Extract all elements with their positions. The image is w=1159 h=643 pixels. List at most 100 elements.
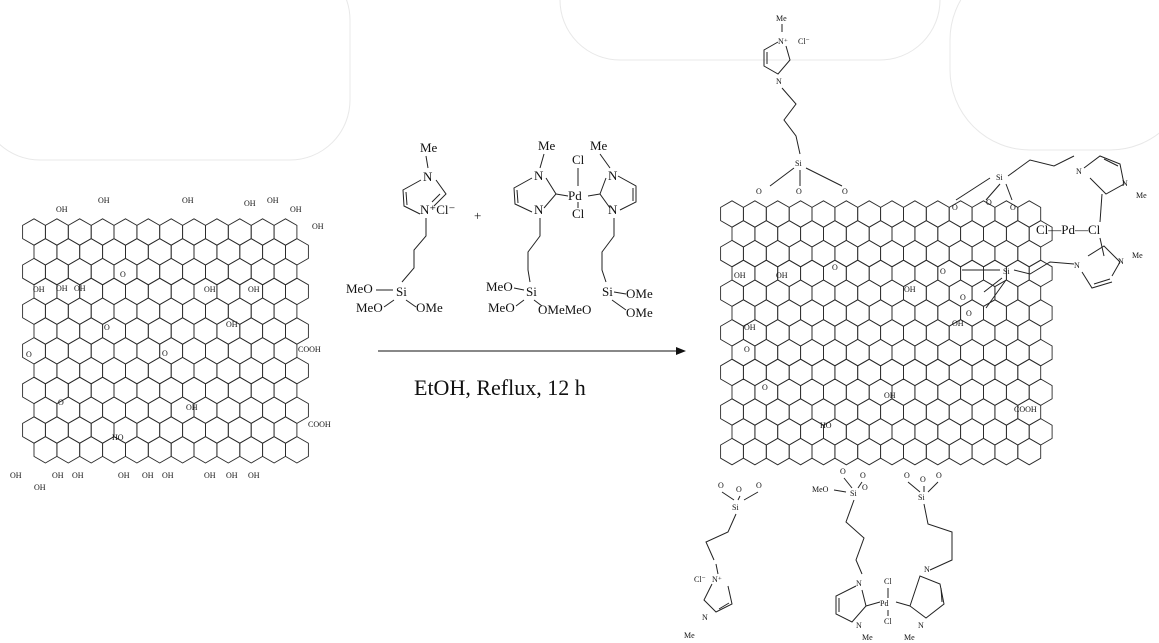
hexagon-ring	[845, 418, 870, 446]
graphene-lattice	[720, 200, 1053, 466]
reagents: Me N N⁺Cl⁻ Si MeO MeO OMe + Me N N	[346, 138, 686, 400]
nitrogen-label: N	[702, 613, 708, 622]
nitrogen-label: N	[1076, 167, 1082, 176]
oh-label: OH	[162, 471, 174, 480]
imidazolium-nitrogen-label: N⁺	[778, 37, 788, 46]
hexagon-ring	[44, 257, 69, 286]
hexagon-ring	[193, 317, 218, 345]
hexagon-ring	[136, 218, 161, 246]
hexagon-ring	[788, 279, 813, 307]
hexagon-ring	[948, 358, 973, 387]
hexagon-ring	[147, 436, 172, 464]
hexagon-ring	[67, 337, 92, 365]
hexagon-ring	[960, 220, 984, 248]
top-imidazolium-tether: Me N⁺ Cl⁻ N Si O O O	[756, 14, 848, 196]
hexagon-ring	[67, 218, 92, 246]
ho-label: HO	[820, 421, 832, 430]
hexagon-ring	[262, 317, 286, 345]
hexagon-ring	[880, 358, 904, 387]
methyl-label: Me	[590, 138, 608, 153]
oh-label: OH	[98, 196, 110, 205]
hexagon-ring	[903, 319, 927, 347]
hexagon-ring	[742, 398, 767, 426]
oxygen-label: O	[986, 198, 992, 207]
hexagon-ring	[285, 238, 309, 266]
hexagon-ring	[136, 297, 161, 325]
hexagon-ring	[845, 259, 870, 288]
hexagon-ring	[33, 356, 58, 385]
hexagon-ring	[170, 356, 195, 385]
chloride-ion-label: Cl⁻	[798, 37, 810, 46]
ho-label: HO	[112, 433, 124, 442]
imidazolium-silane: Me N N⁺Cl⁻ Si MeO MeO OMe	[346, 140, 455, 315]
nitrogen-label: N	[534, 168, 544, 183]
graphene-oxide-sheet: OH OH OH OH OH OH OH OH OH OH O OH OH OH…	[10, 196, 331, 492]
epoxy-o-label: O	[58, 398, 64, 407]
methoxy-label: OMe	[626, 305, 653, 320]
hexagon-ring	[937, 418, 962, 446]
hexagon-ring	[937, 338, 962, 367]
hexagon-ring	[125, 436, 149, 464]
nitrogen-label: N	[1074, 261, 1080, 270]
hexagon-ring	[868, 418, 893, 446]
bottom-hydroxyl-groups: OH OH OH OH OH OH OH OH OH OH	[10, 471, 260, 492]
oxygen-label: O	[862, 483, 868, 492]
hexagon-ring	[971, 279, 996, 307]
methoxy-label: MeO	[356, 300, 383, 315]
oxygen-label: O	[860, 471, 866, 480]
silicon-label: Si	[996, 173, 1003, 182]
silicon-label: Si	[1003, 267, 1010, 276]
oxygen-label: O	[840, 467, 846, 476]
hexagon-ring	[765, 358, 790, 387]
chloride-label: Cl	[572, 152, 585, 167]
methoxy-pair-label: OMeMeO	[538, 302, 591, 317]
hexagon-ring	[845, 378, 870, 406]
hexagon-ring	[925, 319, 950, 347]
hexagon-ring	[250, 416, 275, 444]
hexagon-ring	[205, 376, 229, 405]
oh-label: OH	[118, 471, 130, 480]
hexagon-ring	[90, 416, 115, 444]
hexagon-ring	[777, 220, 802, 248]
hexagon-ring	[857, 358, 882, 387]
oh-label: OH	[204, 471, 216, 480]
nitrogen-label: N	[918, 621, 924, 630]
hexagon-ring	[948, 239, 973, 268]
hexagon-ring	[125, 317, 149, 345]
hexagon-ring	[857, 398, 882, 426]
graphene-lattice	[22, 218, 309, 464]
reaction-conditions: EtOH, Reflux, 12 h	[414, 375, 586, 400]
methyl-label: Me	[776, 14, 787, 23]
hexagon-ring	[1028, 418, 1053, 446]
hexagon-ring	[811, 437, 836, 466]
oh-label: OH	[142, 471, 154, 480]
hexagon-ring	[250, 376, 275, 405]
oxygen-label: O	[952, 203, 958, 212]
nitrogen-label: N	[856, 621, 862, 630]
oh-label: OH	[290, 205, 302, 214]
hexagon-ring	[250, 297, 275, 325]
hexagon-ring	[136, 416, 161, 444]
hexagon-ring	[182, 218, 206, 246]
hexagon-ring	[205, 257, 229, 286]
hexagon-ring	[720, 437, 744, 466]
hexagon-ring	[239, 356, 264, 385]
oh-label: OH	[34, 483, 46, 492]
hexagon-ring	[182, 416, 206, 444]
hexagon-ring	[227, 337, 252, 365]
hexagon-ring	[159, 218, 184, 246]
nitrogen-label: N	[776, 77, 782, 86]
hexagon-ring	[170, 436, 195, 464]
oh-label: OH	[244, 199, 256, 208]
hexagon-ring	[113, 297, 138, 325]
hexagon-ring	[1028, 299, 1053, 327]
hexagon-ring	[33, 396, 58, 424]
epoxy-o-label: O	[832, 263, 838, 272]
methoxy-label: OMe	[416, 300, 443, 315]
hexagon-ring	[1017, 437, 1042, 466]
hexagon-ring	[22, 218, 46, 246]
hexagon-ring	[67, 257, 92, 286]
hexagon-ring	[205, 416, 229, 444]
hexagon-ring	[971, 398, 996, 426]
hexagon-ring	[239, 436, 264, 464]
